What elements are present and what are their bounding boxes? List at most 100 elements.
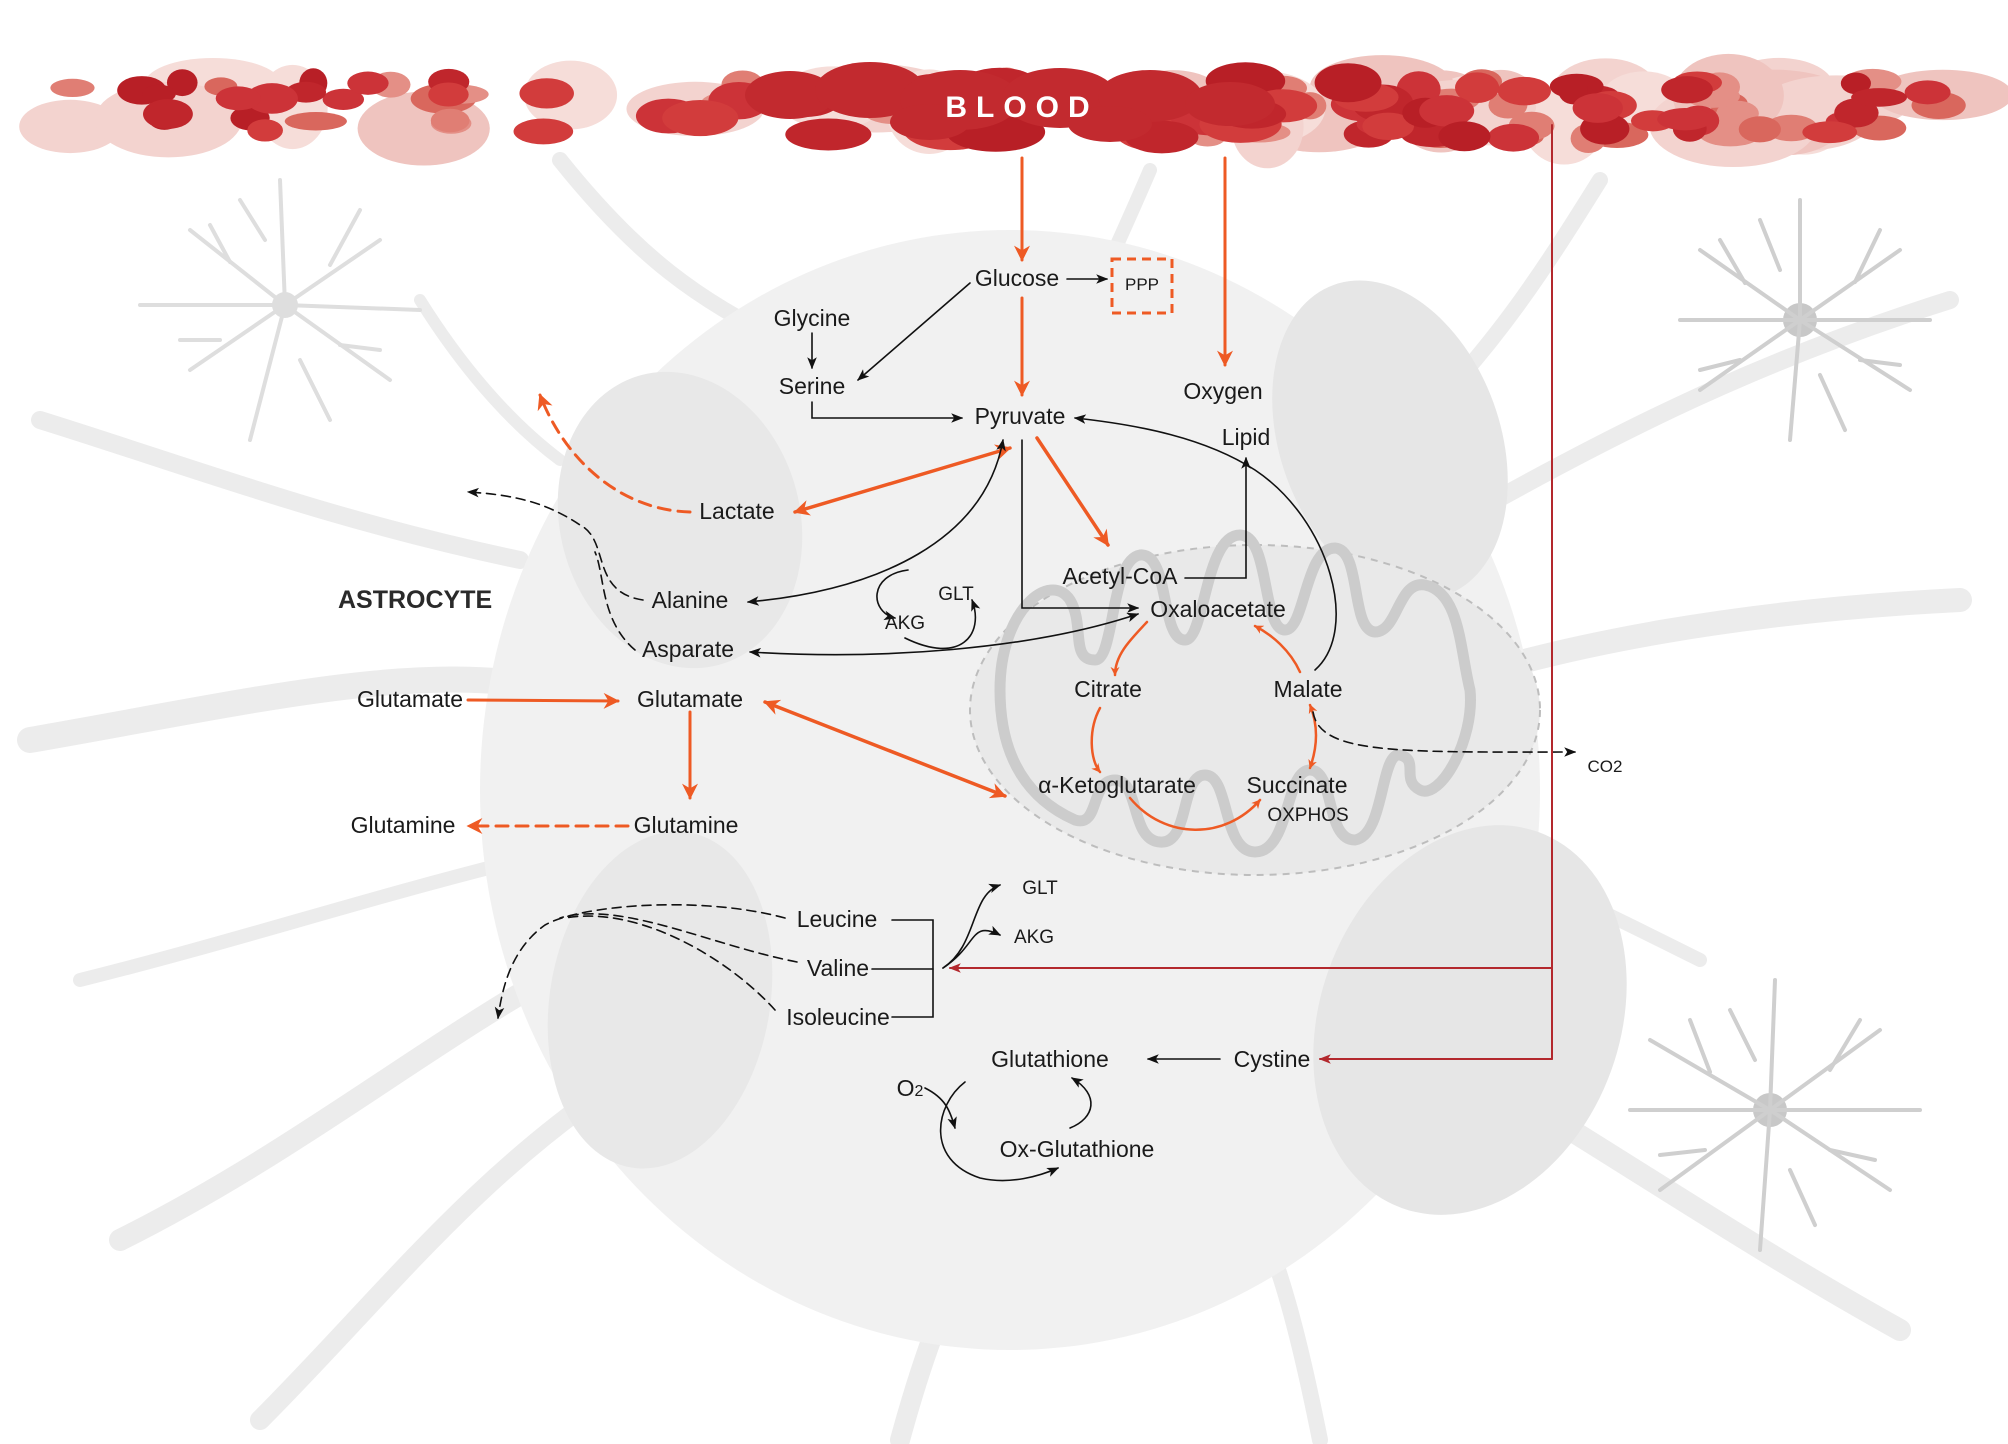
blood-cell-red <box>519 78 574 109</box>
blood-cell-red <box>1661 76 1713 104</box>
arrow-asparate-export <box>594 551 636 651</box>
label-glutamate-intracellular: Glutamate <box>637 686 743 712</box>
neuron-bottom-right <box>1628 978 1922 1252</box>
blood-cell-red <box>142 84 176 104</box>
blood-cell-red <box>1487 123 1540 152</box>
blood-cell-red <box>1068 106 1152 142</box>
mitochondrion-cristae <box>994 529 1476 858</box>
blood-title: BLOOD <box>945 91 1098 124</box>
label-acetyl-coa: Acetyl-CoA <box>1062 563 1178 589</box>
label-glt-2: GLT <box>1022 878 1058 899</box>
label-malate: Malate <box>1273 676 1342 702</box>
label-o2-base: O <box>897 1075 915 1101</box>
arrow-asparate-oxaloacetate <box>748 612 1140 658</box>
label-astrocyte: ASTROCYTE <box>338 586 492 614</box>
label-ppp: PPP <box>1125 275 1159 294</box>
arrow-alanine-export <box>466 487 644 601</box>
blood-cell-red <box>1904 80 1951 105</box>
blood-cell-mid <box>50 78 95 98</box>
label-lipid: Lipid <box>1222 424 1271 450</box>
blood-cell-red <box>745 71 835 119</box>
label-glucose: Glucose <box>975 265 1059 291</box>
label-akg-1: AKG <box>885 613 925 634</box>
blood-cell-red <box>513 118 574 145</box>
arrow-citrate-to-akg <box>1090 706 1102 774</box>
blood-cell-red <box>428 82 469 107</box>
arrow-malate-to-oxaloacetate <box>1253 624 1302 674</box>
glutathione-cycle-right <box>1069 1077 1092 1129</box>
arrow-o2-into-cycle <box>924 1087 957 1130</box>
label-oxaloacetate: Oxaloacetate <box>1150 596 1286 622</box>
label-lactate: Lactate <box>699 498 774 524</box>
arrow-succinate-malate <box>1308 703 1318 770</box>
blood-cell-red <box>347 71 389 95</box>
blood-cell-red <box>215 86 261 111</box>
blood-cell-pale <box>19 99 122 154</box>
blood-cell-red <box>166 69 198 97</box>
blood-cell-mid <box>284 112 347 131</box>
arrow-pyruvate-to-oxaloacetate <box>1021 439 1140 613</box>
label-ox-glutathione: Ox-Glutathione <box>1000 1136 1155 1162</box>
arrow-akg-to-succinate <box>1128 796 1262 831</box>
arrow-glucose-to-serine <box>857 282 971 381</box>
label-valine: Valine <box>807 955 869 981</box>
label-glutamate-extracellular: Glutamate <box>357 686 463 712</box>
blood-cell-red <box>1657 108 1713 131</box>
blood-cell-red <box>1314 63 1382 103</box>
label-oxphos: OXPHOS <box>1267 805 1348 826</box>
blood-cell-red <box>890 104 970 140</box>
label-glycine: Glycine <box>774 305 851 331</box>
blood-cell-red <box>1419 95 1475 127</box>
label-glutathione: Glutathione <box>991 1046 1109 1072</box>
blood-vessel <box>19 53 2008 169</box>
label-leucine: Leucine <box>797 906 878 932</box>
arrow-malate-to-co2 <box>1312 711 1577 757</box>
arrow-serine-to-pyruvate <box>811 401 964 423</box>
blood-cell-red <box>1572 93 1623 123</box>
label-glutamine-intracellular: Glutamine <box>634 812 739 838</box>
label-o2-subscript: 2 <box>914 1083 923 1100</box>
blood-cell-red <box>1851 88 1907 107</box>
label-citrate: Citrate <box>1074 676 1142 702</box>
label-akg-2: AKG <box>1014 927 1054 948</box>
arrow-leucine-export <box>494 904 786 1020</box>
dashed-export-arrows <box>466 487 1577 1020</box>
arrow-pyruvate-to-acetylcoa <box>1035 436 1110 547</box>
blood-cell-red <box>1185 82 1275 126</box>
arrow-glutamate-uptake <box>466 692 620 709</box>
arrow-glutamate-akg <box>763 699 1007 799</box>
label-glutamine-extracellular: Glutamine <box>351 812 456 838</box>
blood-cell-red <box>322 88 365 110</box>
blood-cell-red <box>662 99 739 137</box>
label-isoleucine: Isoleucine <box>786 1004 890 1030</box>
arrow-bcaa-to-akg <box>942 925 1002 969</box>
label-pyruvate: Pyruvate <box>975 403 1066 429</box>
arrow-malate-to-pyruvate <box>1073 414 1337 671</box>
blood-cell-mid <box>430 108 470 133</box>
neuron-top-left <box>138 178 422 442</box>
blood-cell-red <box>143 99 193 129</box>
blood-cell-red <box>247 119 283 142</box>
arrow-acetylcoa-to-lipid <box>1184 456 1251 579</box>
glt-akg-cycle-1-left <box>876 569 909 621</box>
red-transport-lines <box>948 124 1553 1064</box>
metabolite-labels: ASTROCYTE Glucose PPP Glycine Serine Pyr… <box>338 265 1622 1162</box>
label-o2: O2 <box>897 1075 924 1101</box>
blood-cell-red <box>1497 76 1551 106</box>
label-alpha-ketoglutarate: α-Ketoglutarate <box>1038 772 1196 798</box>
arrow-valine-export <box>559 913 798 963</box>
blood-cell-red <box>1840 72 1871 95</box>
blood-cell-red <box>1438 121 1491 152</box>
label-glt-1: GLT <box>938 584 974 605</box>
blood-cell-red <box>1802 121 1858 144</box>
label-asparate: Asparate <box>642 636 734 662</box>
blood-cell-red <box>245 83 298 114</box>
label-succinate: Succinate <box>1246 772 1347 798</box>
blood-cell-red <box>1362 112 1414 141</box>
arrow-alanine-pyruvate <box>746 438 1006 606</box>
ppp-box <box>1110 257 1174 315</box>
blood-cell-red <box>815 62 925 118</box>
arrow-lactate-export <box>537 393 692 514</box>
label-cystine: Cystine <box>1234 1046 1311 1072</box>
